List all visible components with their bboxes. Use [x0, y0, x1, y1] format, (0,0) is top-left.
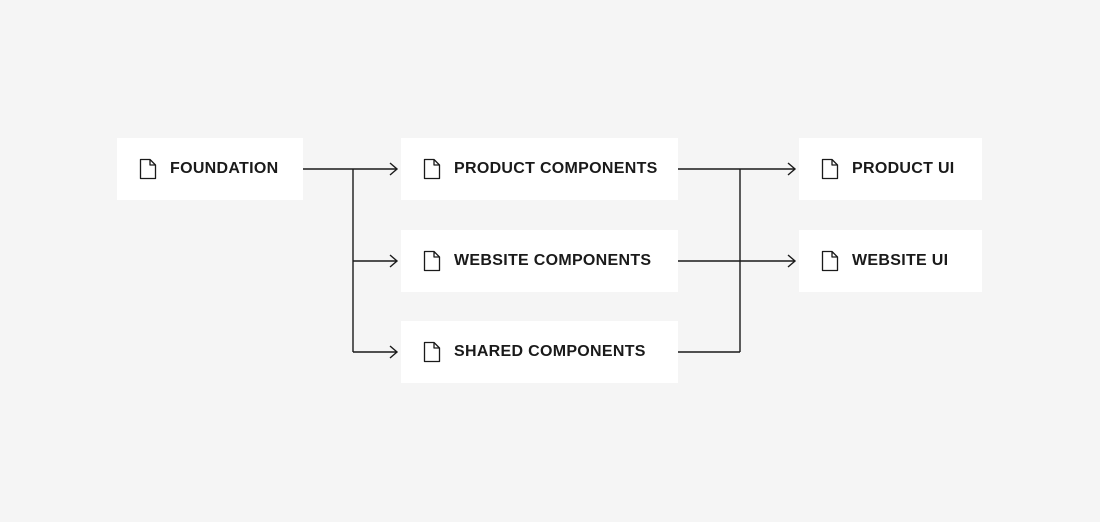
file-icon: [423, 250, 441, 272]
node-product-ui-label: PRODUCT UI: [852, 160, 955, 177]
arrowhead-website-components: [389, 254, 399, 268]
file-icon: [821, 250, 839, 272]
node-product-components-label: PRODUCT COMPONENTS: [454, 160, 658, 177]
file-icon: [423, 341, 441, 363]
node-shared-components-label: SHARED COMPONENTS: [454, 343, 646, 360]
arrowhead-product-components: [389, 162, 399, 176]
node-website-ui: WEBSITE UI: [799, 230, 982, 292]
node-foundation-label: FOUNDATION: [170, 160, 279, 177]
arrowhead-product-ui: [787, 162, 797, 176]
node-product-ui: PRODUCT UI: [799, 138, 982, 200]
arrowhead-shared-components: [389, 345, 399, 359]
node-shared-components: SHARED COMPONENTS: [401, 321, 678, 383]
node-product-components: PRODUCT COMPONENTS: [401, 138, 678, 200]
file-icon: [139, 158, 157, 180]
arrowhead-website-ui: [787, 254, 797, 268]
file-icon: [821, 158, 839, 180]
node-website-components: WEBSITE COMPONENTS: [401, 230, 678, 292]
file-icon: [423, 158, 441, 180]
node-website-ui-label: WEBSITE UI: [852, 252, 949, 269]
node-foundation: FOUNDATION: [117, 138, 303, 200]
node-website-components-label: WEBSITE COMPONENTS: [454, 252, 652, 269]
